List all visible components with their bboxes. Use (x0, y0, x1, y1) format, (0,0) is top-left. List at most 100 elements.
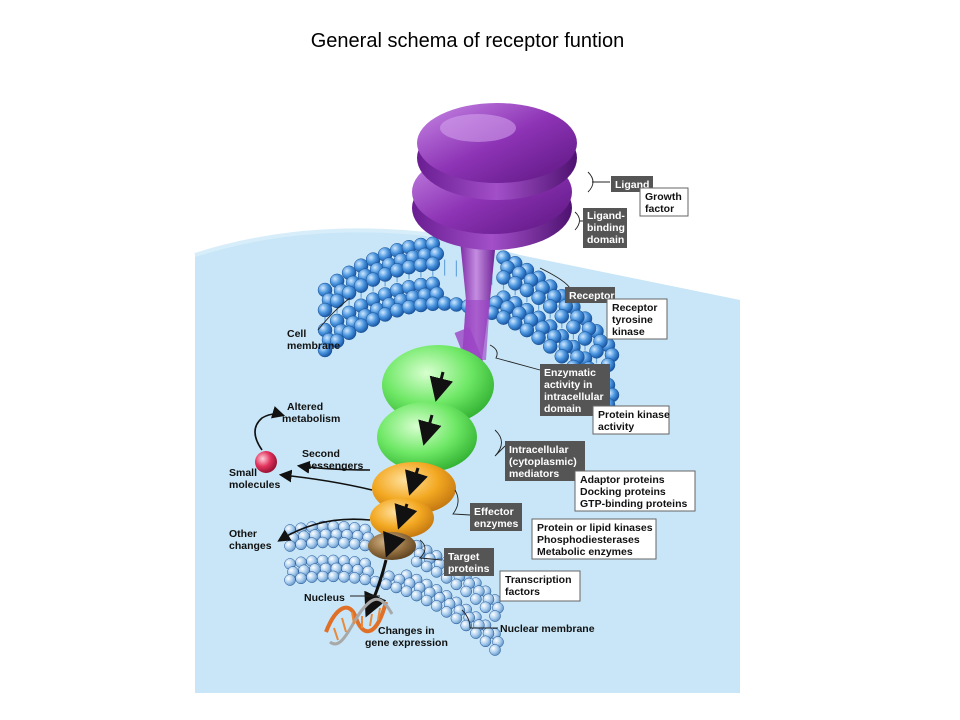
nuclear-bead (470, 627, 482, 639)
membrane-bead (531, 290, 546, 306)
nuclear-bead (306, 571, 318, 583)
target-protein (368, 532, 416, 560)
membrane-bead (353, 318, 369, 333)
membrane-bead (507, 276, 523, 291)
membrane-bead (566, 319, 581, 335)
label-second-messengers-2: messengers (302, 460, 363, 472)
nuclear-bead (479, 635, 492, 648)
nuclear-bead (479, 601, 492, 614)
nuclear-bead (316, 570, 329, 583)
label-growth-factor-2: factor (645, 203, 674, 215)
label-changes-gene-1: Changes in (378, 625, 435, 637)
label-altered-metabolism-2: metabolism (282, 413, 340, 425)
membrane-bead (329, 333, 345, 349)
nuclear-bead (420, 560, 433, 573)
label-second-messengers-1: Second (302, 448, 340, 460)
label-transcription-1: Transcription (505, 574, 572, 586)
nuclear-bead (460, 585, 472, 598)
membrane-bead (317, 302, 333, 318)
nuclear-bead (338, 537, 350, 549)
membrane-bead (329, 293, 345, 309)
receptor (412, 103, 577, 360)
membrane-bead (401, 299, 417, 315)
label-effector-1: Effector (474, 506, 514, 518)
nuclear-bead (430, 600, 443, 612)
label-cell-membrane-1: Cell (287, 328, 306, 340)
label-adaptor-2: Docking proteins (580, 486, 666, 498)
membrane-bead (542, 339, 558, 354)
label-nucleus: Nucleus (304, 592, 345, 604)
label-ligand-binding-1: Ligand- (587, 210, 625, 222)
nuclear-bead (327, 570, 340, 583)
nuclear-bead (470, 593, 482, 605)
label-target-2: proteins (448, 563, 490, 575)
dna-helix (324, 597, 394, 646)
membrane-bead (554, 309, 570, 324)
label-small-molecules-1: Small (229, 467, 257, 479)
label-changes-gene-2: gene expression (365, 637, 448, 649)
label-protein-kinase-2: activity (598, 421, 634, 433)
nuclear-bead (284, 574, 296, 586)
label-effector-2: enzymes (474, 518, 519, 530)
membrane-bead (317, 342, 333, 358)
label-growth-factor-1: Growth (645, 191, 682, 203)
label-other-changes-2: changes (229, 540, 272, 552)
label-ligand-binding-2: binding (587, 222, 625, 234)
label-intracellular: Intracellular(cytoplasmic)mediators (505, 441, 585, 481)
membrane-bead (589, 344, 604, 359)
label-receptor-tyrosine-1: Receptor (612, 302, 658, 314)
label-nuclear-membrane: Nuclear membrane (500, 623, 595, 635)
nuclear-bead (338, 571, 350, 583)
nuclear-bead (400, 585, 413, 598)
nuclear-bead (430, 566, 443, 578)
nuclear-bead (489, 610, 501, 622)
label-receptor-tyrosine-3: kinase (612, 326, 645, 338)
nuclear-bead (420, 594, 433, 607)
label-cell-membrane-2: membrane (287, 340, 340, 352)
nuclear-bead (380, 578, 392, 591)
nuclear-bead (450, 612, 463, 625)
side-arrows (254, 406, 373, 542)
membrane-bead (496, 270, 511, 285)
nuclear-bead (440, 606, 453, 618)
nuclear-bead (306, 537, 318, 549)
label-enzymatic-3: intracellular (544, 391, 604, 403)
membrane-bead (341, 325, 357, 341)
label-other-changes-1: Other (229, 528, 257, 540)
label-protein-kinase-1: Protein kinase (598, 409, 670, 421)
membrane-bead (519, 322, 535, 338)
label-enzymatic-4: domain (544, 403, 581, 415)
label-receptor-text: Receptor (569, 290, 615, 302)
membrane-bead (496, 310, 511, 325)
membrane-bead (542, 299, 558, 314)
nuclear-bead (348, 538, 361, 550)
nuclear-bead (295, 538, 307, 551)
nuclear-bead (410, 555, 423, 568)
nuclear-bead (450, 578, 463, 591)
small-molecule-icon (255, 451, 277, 473)
membrane-bead (425, 256, 441, 272)
nuclear-bead (284, 540, 296, 552)
